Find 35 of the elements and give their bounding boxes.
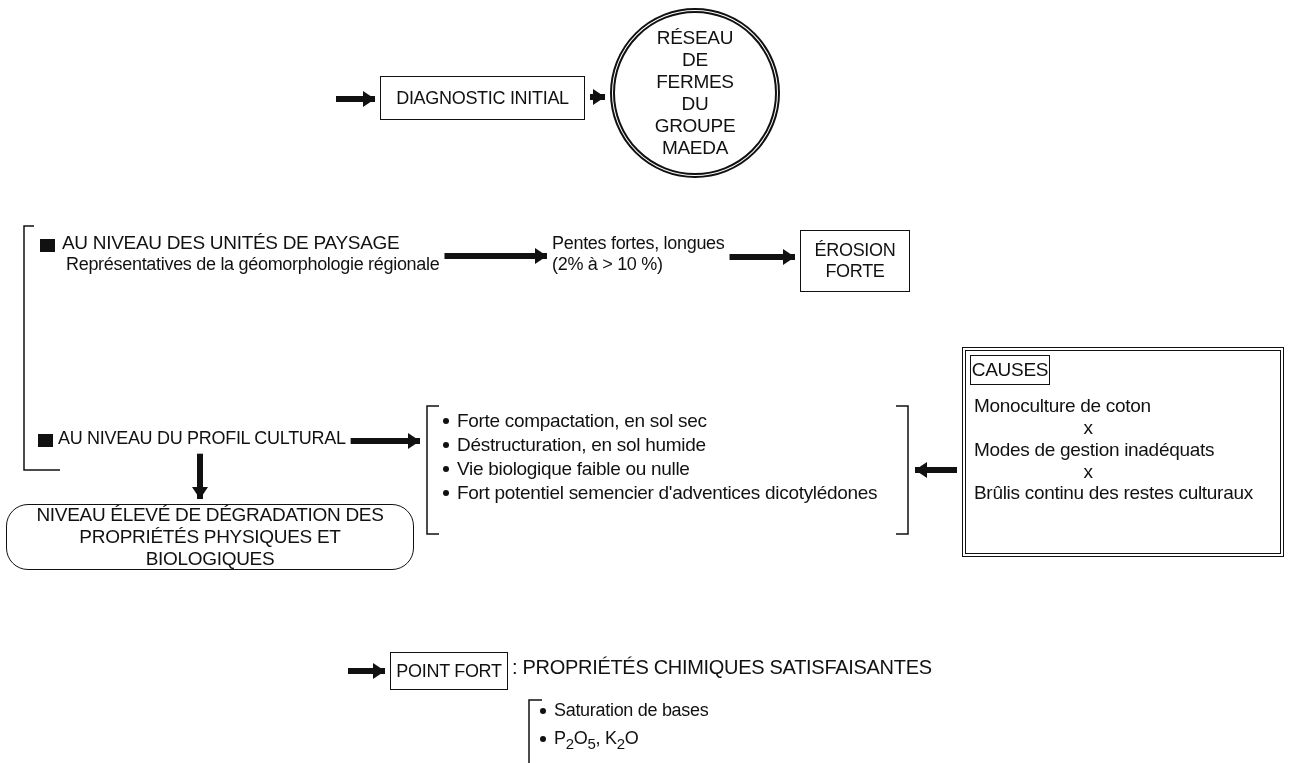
node-text: Modes de gestion inadéquats	[974, 438, 1216, 461]
bullet-item: P$_{2}$O$_{5}$, K$_{2}$O	[540, 728, 639, 752]
bracketed-list	[425, 402, 910, 538]
bullet-item: Vie biologique faible ou nulle	[443, 457, 896, 480]
bullet-item: Déstructuration, en sol humide	[443, 433, 896, 456]
node-text: Monoculture de coton	[974, 395, 1152, 417]
node-text: POINT FORT	[396, 660, 502, 682]
node-text: ÉROSION FORTE	[813, 240, 897, 282]
arrow	[729, 249, 795, 265]
arrow	[590, 89, 605, 105]
node-text: RÉSEAU DE FERMES DU GROUPE MAEDA	[653, 27, 737, 159]
process-box	[380, 76, 585, 120]
process-box	[800, 230, 910, 292]
arrow	[350, 433, 420, 449]
arrow	[444, 248, 547, 264]
node-text: AU NIVEAU DU PROFIL CULTURAL	[58, 428, 346, 449]
arrow	[336, 91, 375, 107]
node-text: NIVEAU ÉLEVÉ DE DÉGRADATION DES PROPRIÉTÉS PHYSIQUES ET BIOLOGIQUES	[35, 504, 385, 570]
bullet-item: Saturation de bases	[540, 700, 709, 721]
bullet-item: Fort potentiel semencier d'adventices dicotylédones	[443, 481, 896, 504]
node-text: x	[1082, 416, 1094, 439]
arrow	[915, 462, 957, 478]
bullet-item: Forte compactation, en sol sec	[443, 410, 896, 432]
node-text: Pentes fortes, longues (2% à > 10 %)	[552, 233, 726, 275]
node-text: DIAGNOSTIC INITIAL	[396, 87, 569, 109]
arrow	[192, 453, 208, 499]
arrow	[348, 663, 385, 679]
node-text: Brûlis continu des restes culturaux	[974, 482, 1254, 505]
node-text: CAUSES	[971, 359, 1049, 381]
process-box	[390, 652, 508, 690]
node-text: Représentatives de la géomorphologie régionale	[65, 253, 440, 275]
node-text: AU NIVEAU DES UNITÉS DE PAYSAGE	[62, 232, 401, 254]
double-border-box	[962, 347, 1284, 557]
node-text: x	[1082, 460, 1094, 483]
note-text: : PROPRIÉTÉS CHIMIQUES SATISFAISANTES	[512, 656, 932, 679]
